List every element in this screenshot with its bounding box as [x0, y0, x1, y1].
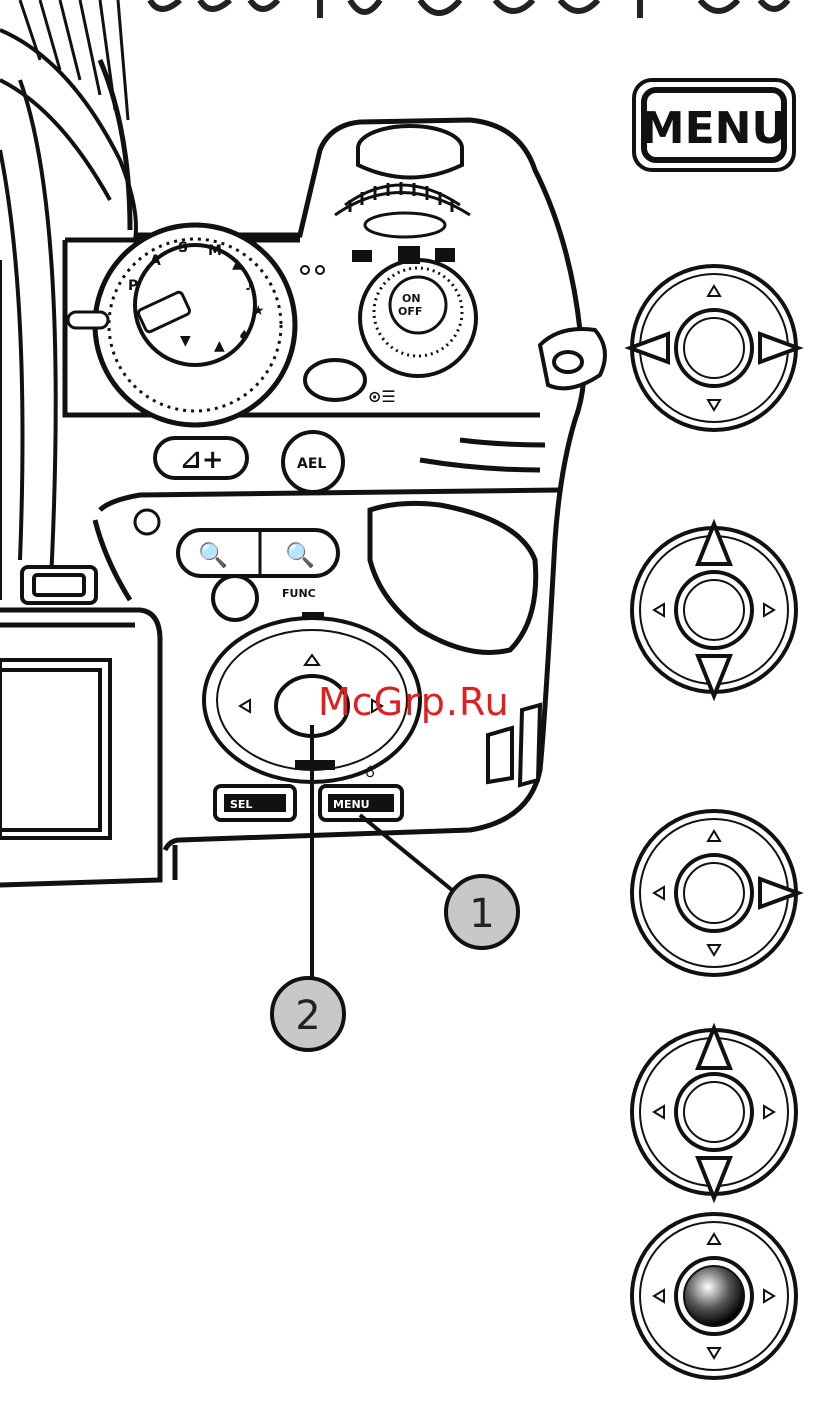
svg-text:🔍: 🔍	[198, 539, 228, 569]
controller-center	[632, 1214, 796, 1378]
svg-text:ON: ON	[402, 292, 421, 305]
svg-text:P: P	[128, 278, 138, 294]
strap-eyelet	[540, 329, 605, 388]
camera-menu-label: MENU	[333, 798, 370, 811]
controller-up-down-1	[632, 524, 796, 696]
svg-text:★: ★	[252, 303, 265, 319]
menu-button-graphic: MENU	[634, 80, 794, 170]
sel-label: SEL	[230, 798, 252, 811]
menu-button-label: MENU	[641, 103, 787, 154]
main-switch: ON OFF	[301, 246, 476, 376]
svg-text:♠: ♠	[238, 328, 251, 344]
watermark: McGrp.Ru	[318, 680, 510, 724]
func-label: FUNC	[282, 587, 316, 600]
controller-left-right	[630, 266, 798, 430]
svg-text:▲: ▲	[214, 338, 225, 354]
svg-text:♪: ♪	[245, 278, 254, 294]
callout-2-label: 2	[295, 993, 320, 1039]
svg-text:⊿+: ⊿+	[180, 445, 224, 475]
callout-1: 1	[446, 876, 518, 948]
callout-1-label: 1	[469, 891, 494, 937]
shutter-button	[358, 126, 462, 178]
front-dial	[335, 182, 470, 237]
svg-text:⊙☰: ⊙☰	[368, 387, 396, 406]
svg-text:OFF: OFF	[398, 305, 422, 318]
bottom-buttons: SEL MENU	[215, 786, 402, 820]
display-button	[22, 567, 96, 603]
svg-text:AEL: AEL	[297, 456, 326, 472]
controller-up-down-2	[632, 1028, 796, 1198]
controller-right	[632, 811, 798, 975]
flash-button: ⊙☰	[305, 360, 396, 406]
lcd-screen	[0, 660, 110, 838]
svg-text:M: M	[208, 243, 222, 259]
zoom-buttons: 🔍 🔍 FUNC	[135, 510, 338, 620]
callout-2: 2	[272, 978, 344, 1050]
svg-text:S: S	[178, 240, 188, 256]
exposure-buttons: ⊿+ AEL	[155, 432, 343, 492]
svg-text:A: A	[150, 253, 161, 269]
svg-text:🔍: 🔍	[285, 539, 315, 569]
svg-text:♁: ♁	[365, 765, 375, 781]
svg-text:▲: ▲	[232, 256, 243, 272]
top-cropped-text	[150, 0, 788, 18]
svg-text:▼: ▼	[180, 333, 191, 349]
